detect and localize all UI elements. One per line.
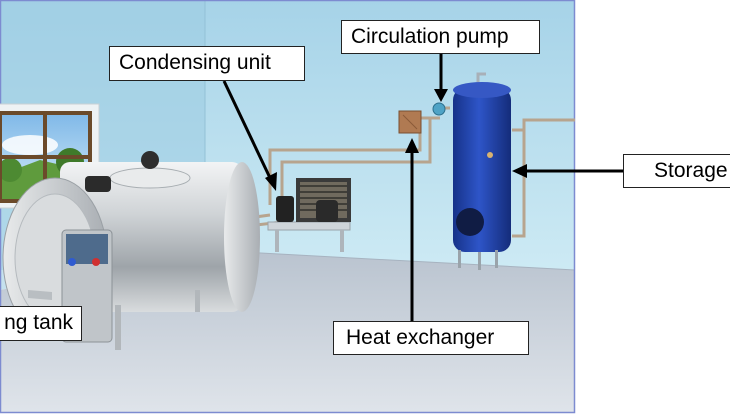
storage-tank	[453, 72, 511, 270]
label-condensing-unit: Condensing unit	[109, 46, 305, 81]
milk-cooling-tank	[2, 151, 260, 350]
leader-arrows	[222, 54, 623, 321]
arrow-heat-exchanger	[405, 138, 419, 321]
arrow-condensing-unit	[222, 80, 277, 191]
arrow-storage	[512, 164, 623, 178]
heat-exchanger	[398, 110, 422, 134]
label-circulation-pump: Circulation pump	[341, 20, 540, 54]
label-cooling-tank: ng tank	[0, 306, 82, 341]
condensing-unit	[267, 178, 351, 252]
label-storage: Storage	[623, 154, 730, 188]
label-heat-exchanger: Heat exchanger	[333, 321, 529, 355]
circulation-pump	[432, 102, 446, 116]
arrow-circulation-pump	[434, 54, 448, 102]
refrigerant-pipes	[247, 106, 575, 238]
